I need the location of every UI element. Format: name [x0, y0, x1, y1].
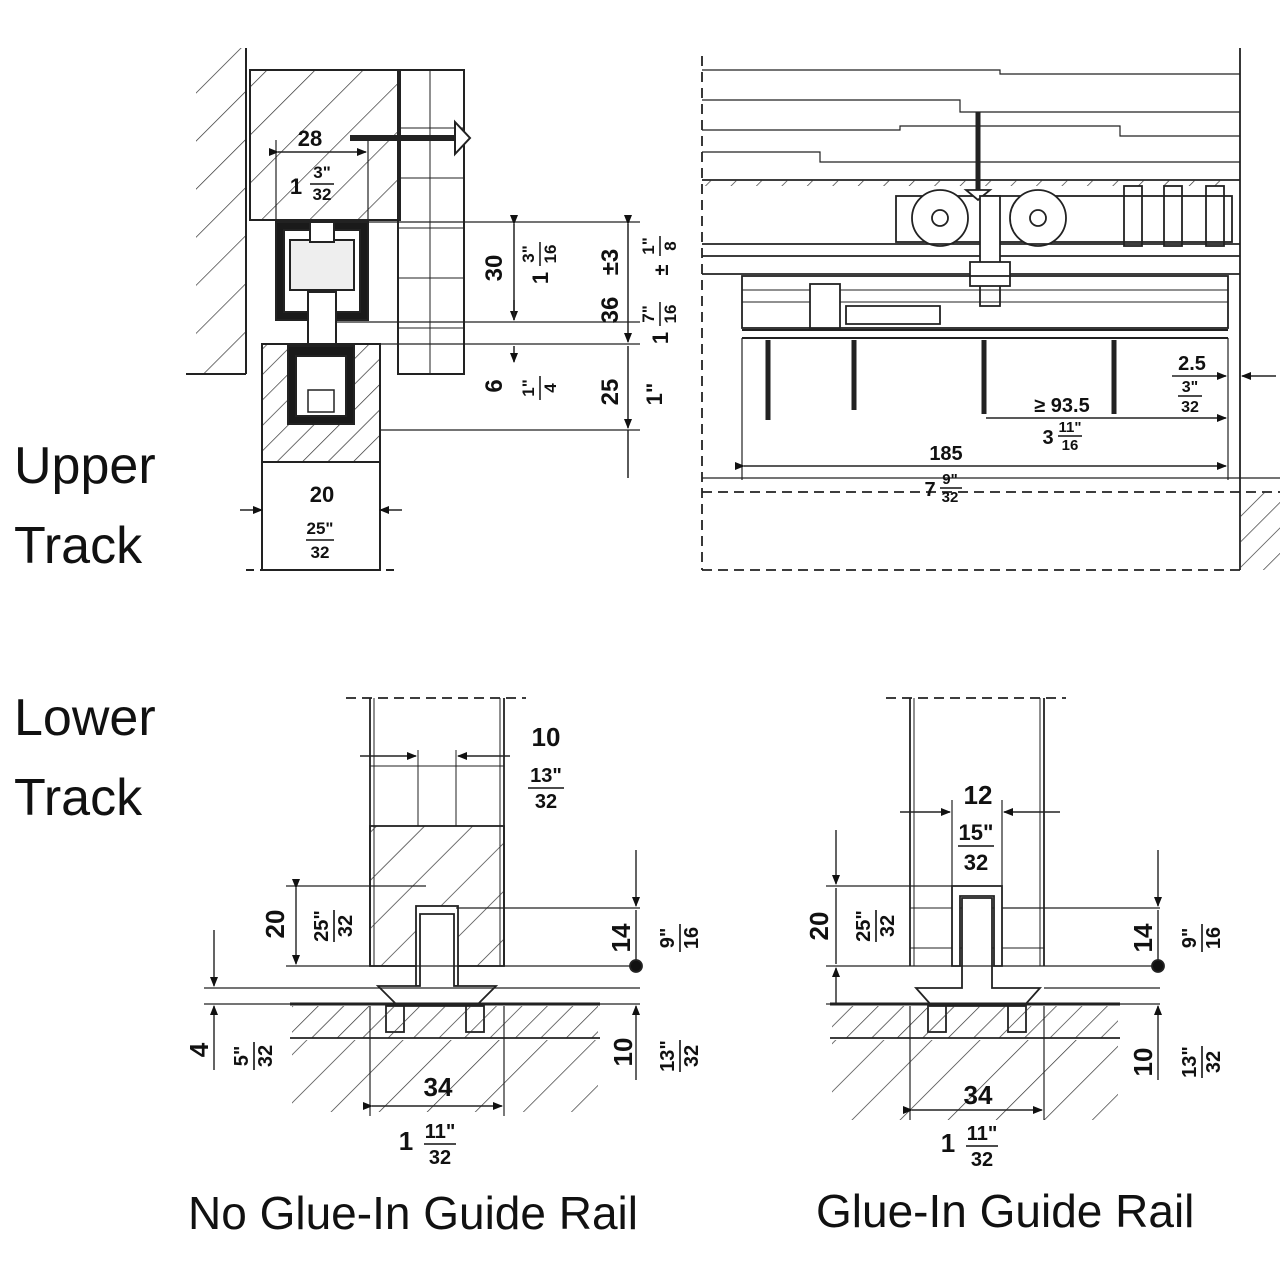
- lr-d10-den: 32: [1203, 1051, 1225, 1073]
- ll-d20-den: 32: [335, 915, 357, 937]
- lr-d34-num: 11": [967, 1123, 998, 1145]
- gap-den: 32: [1181, 399, 1199, 416]
- upper-track-label: Upper Track: [14, 440, 156, 572]
- ll-d4-num: 5": [231, 1046, 253, 1067]
- upper-side-view: [186, 48, 640, 571]
- header-block: [249, 69, 401, 221]
- dim-6-den: 4: [541, 383, 560, 393]
- min-distance-num: 11": [1059, 419, 1082, 436]
- upper-label-line1: Upper: [14, 437, 156, 495]
- dim-20-den: 32: [311, 543, 330, 562]
- lr-d34-den: 32: [971, 1149, 993, 1171]
- ll-d20-num: 25": [311, 910, 333, 942]
- min-distance-den: 16: [1062, 437, 1079, 454]
- lower-right-view: [826, 697, 1165, 1120]
- lower-left-view: [204, 697, 643, 1116]
- lower-right-dimensions: 12 15" 32 20 25" 32 14 9" 16 10 13" 32 3…: [804, 780, 1225, 1171]
- lr-d10-mm: 10: [1128, 1048, 1158, 1077]
- wall-section: [196, 48, 246, 374]
- tolerance-num: 1": [639, 237, 658, 255]
- length-den: 32: [942, 489, 959, 506]
- min-distance-mm: ≥ 93.5: [1034, 395, 1089, 417]
- lr-d20-num: 25": [853, 910, 875, 942]
- upper-front-view: [701, 48, 1280, 571]
- min-distance-whole: 3: [1042, 427, 1053, 449]
- dim-6-num: 1": [519, 379, 538, 397]
- stopper-icon: [1123, 185, 1225, 247]
- ll-d34-den: 32: [429, 1147, 451, 1169]
- lr-d20-mm: 20: [804, 912, 834, 941]
- lower-left-dimensions: 10 13" 32 20 25" 32 14 9" 16 4 5" 32 10 …: [184, 722, 703, 1169]
- dim-30-num: 3": [519, 245, 538, 263]
- upper-side-dimensions: 28 1 3" 32 30 1 3" 16 ±3 ± 1" 8 36 1 7" …: [290, 126, 680, 562]
- lr-d12-mm: 12: [964, 780, 993, 810]
- lr-d14-num: 9": [1179, 928, 1201, 949]
- upper-front-dimensions: 2.5 3" 32 ≥ 93.5 3 11" 16 185 7 9" 32: [924, 353, 1205, 506]
- ll-d20-mm: 20: [260, 910, 290, 939]
- dim-28-whole: 1: [290, 174, 302, 199]
- tolerance-den: 8: [661, 241, 680, 250]
- lower-track-label: Lower Track: [14, 692, 156, 824]
- ll-d10b-num: 13": [657, 1040, 679, 1072]
- dim-30-den: 16: [541, 245, 560, 264]
- lr-d14-mm: 14: [1128, 923, 1158, 952]
- tolerance-mm: ±3: [597, 249, 624, 276]
- ll-d10b-den: 32: [681, 1045, 703, 1067]
- lr-d12-den: 32: [964, 850, 988, 875]
- lr-d14-den: 16: [1203, 927, 1225, 949]
- dim-36-whole: 1: [648, 332, 673, 344]
- ll-d14-mm: 14: [606, 923, 636, 952]
- caption-no-glue-rail: No Glue-In Guide Rail: [188, 1187, 638, 1239]
- dim-28-den: 32: [313, 185, 332, 204]
- ll-d14-den: 16: [681, 927, 703, 949]
- lr-d34-mm: 34: [964, 1080, 993, 1110]
- lr-d20-den: 32: [877, 915, 899, 937]
- dim-25-in: 1": [642, 383, 667, 406]
- screw-icon: [350, 119, 472, 157]
- caption-glue-rail: Glue-In Guide Rail: [816, 1185, 1195, 1237]
- dim-28-mm: 28: [298, 126, 322, 151]
- lower-label-line1: Lower: [14, 689, 156, 747]
- dim-20-mm: 20: [310, 482, 334, 507]
- ll-d34-mm: 34: [424, 1072, 453, 1102]
- gap-num: 3": [1182, 379, 1198, 396]
- ll-d10-num: 13": [530, 765, 562, 787]
- ceiling-screw-icon: [963, 112, 993, 202]
- gap-mm: 2.5: [1178, 353, 1206, 375]
- length-num: 9": [942, 471, 957, 488]
- ll-d10b-mm: 10: [608, 1038, 638, 1067]
- lr-d34-whole: 1: [941, 1128, 955, 1158]
- ll-d10-mm: 10: [532, 722, 561, 752]
- upper-label-line2: Track: [14, 517, 143, 575]
- tolerance-sign: ±: [651, 264, 673, 275]
- ll-d34-whole: 1: [399, 1126, 413, 1156]
- ll-d4-mm: 4: [184, 1042, 214, 1057]
- lr-d12-num: 15": [959, 820, 994, 845]
- dim-36-mm: 36: [597, 297, 624, 324]
- dim-20-num: 25": [307, 519, 334, 538]
- lr-d10-num: 13": [1179, 1046, 1201, 1078]
- dim-25-mm: 25: [597, 379, 624, 406]
- lower-label-line2: Track: [14, 769, 143, 827]
- ll-d10-den: 32: [535, 791, 557, 813]
- dim-30-whole: 1: [528, 272, 553, 284]
- floor-guide: [913, 897, 1043, 1007]
- roller-carriage: [895, 195, 1233, 243]
- dim-6-mm: 6: [481, 379, 508, 392]
- length-mm: 185: [929, 443, 962, 465]
- door-screws-icon: [765, 340, 1117, 420]
- dim-36-den: 16: [661, 305, 680, 324]
- dim-28-num: 3": [313, 163, 331, 182]
- dim-36-num: 7": [639, 305, 658, 323]
- length-whole: 7: [924, 479, 935, 501]
- dim-30-mm: 30: [481, 255, 508, 282]
- ll-d14-num: 9": [657, 928, 679, 949]
- ll-d34-num: 11": [425, 1121, 456, 1143]
- ll-d4-den: 32: [255, 1045, 277, 1067]
